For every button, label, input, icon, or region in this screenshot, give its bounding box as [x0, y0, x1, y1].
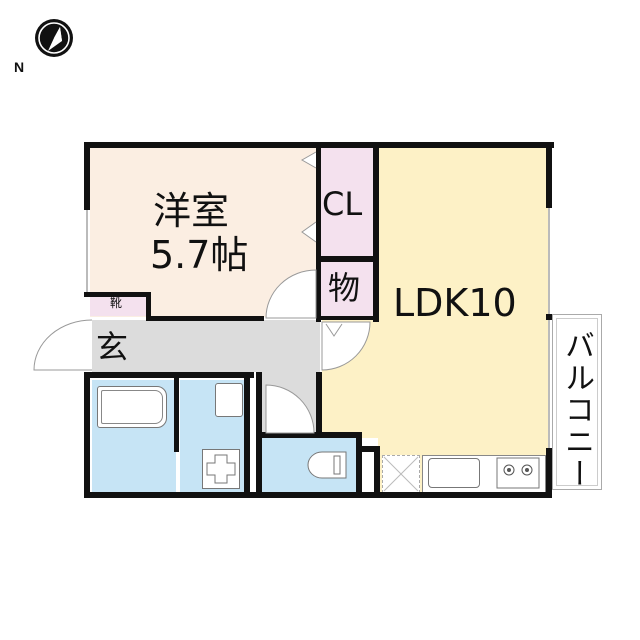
window-balcony — [548, 320, 550, 448]
wall-hall-right — [316, 372, 322, 438]
balcony — [552, 314, 602, 490]
closet-label: CL — [322, 185, 363, 223]
wall-kitchen-left — [374, 446, 380, 496]
wall-cl-storage — [316, 256, 378, 262]
wash-basin — [215, 383, 243, 417]
wall-right-upper — [546, 142, 552, 208]
bathtub — [97, 386, 167, 428]
storage-label: 物 — [328, 269, 361, 307]
toilet-door-swing — [265, 384, 315, 434]
wall-wash-right — [244, 372, 250, 498]
entrance-door-swing — [33, 319, 93, 371]
compass: N — [14, 18, 73, 78]
shoe-box — [90, 296, 146, 316]
western-door-swing — [265, 269, 317, 319]
ldk — [378, 147, 548, 495]
window-left — [86, 210, 88, 296]
wall-shoe-right — [146, 292, 151, 320]
wall-bottom — [84, 492, 552, 498]
wall-storage-bottom — [316, 316, 378, 320]
wall-kitchen-step — [362, 446, 380, 452]
fridge-cross-icon — [383, 456, 419, 492]
ldk-label: LDK10 — [393, 281, 517, 325]
wall-toilet-right — [356, 432, 362, 496]
stove-burners-icon — [496, 457, 540, 489]
wall-bath-top — [84, 372, 254, 378]
wall-shoe-top — [84, 292, 150, 297]
western-room-size: 5.7帖 — [150, 233, 249, 277]
compass-label: N — [14, 59, 25, 75]
wall-left-lower — [84, 372, 90, 498]
wall-right-lower — [546, 448, 552, 498]
kitchen-sink — [428, 458, 480, 488]
hallway — [92, 320, 320, 372]
toilet-bowl-icon — [307, 451, 347, 479]
wall-western-bottom — [146, 316, 264, 321]
north-arrow-icon — [35, 19, 73, 57]
shoe-box-label: 靴 — [110, 296, 123, 310]
storage — [321, 262, 373, 317]
wall-cl-left — [316, 142, 321, 322]
closet — [321, 147, 373, 257]
ldk-door-swing — [321, 321, 371, 371]
balcony-label: バルコニー — [559, 330, 594, 490]
washing-machine-drain-icon — [206, 454, 236, 484]
closet-door-marks — [300, 151, 317, 243]
wall-cl-right — [373, 142, 379, 322]
window-right — [548, 208, 550, 314]
wall-right-mid — [546, 314, 552, 320]
entrance-label: 玄 — [96, 328, 129, 366]
wall-toilet-top — [256, 432, 360, 438]
wall-bath-wash — [174, 372, 179, 452]
wall-left-upper — [84, 142, 90, 210]
western-room-name: 洋室 — [153, 189, 230, 233]
